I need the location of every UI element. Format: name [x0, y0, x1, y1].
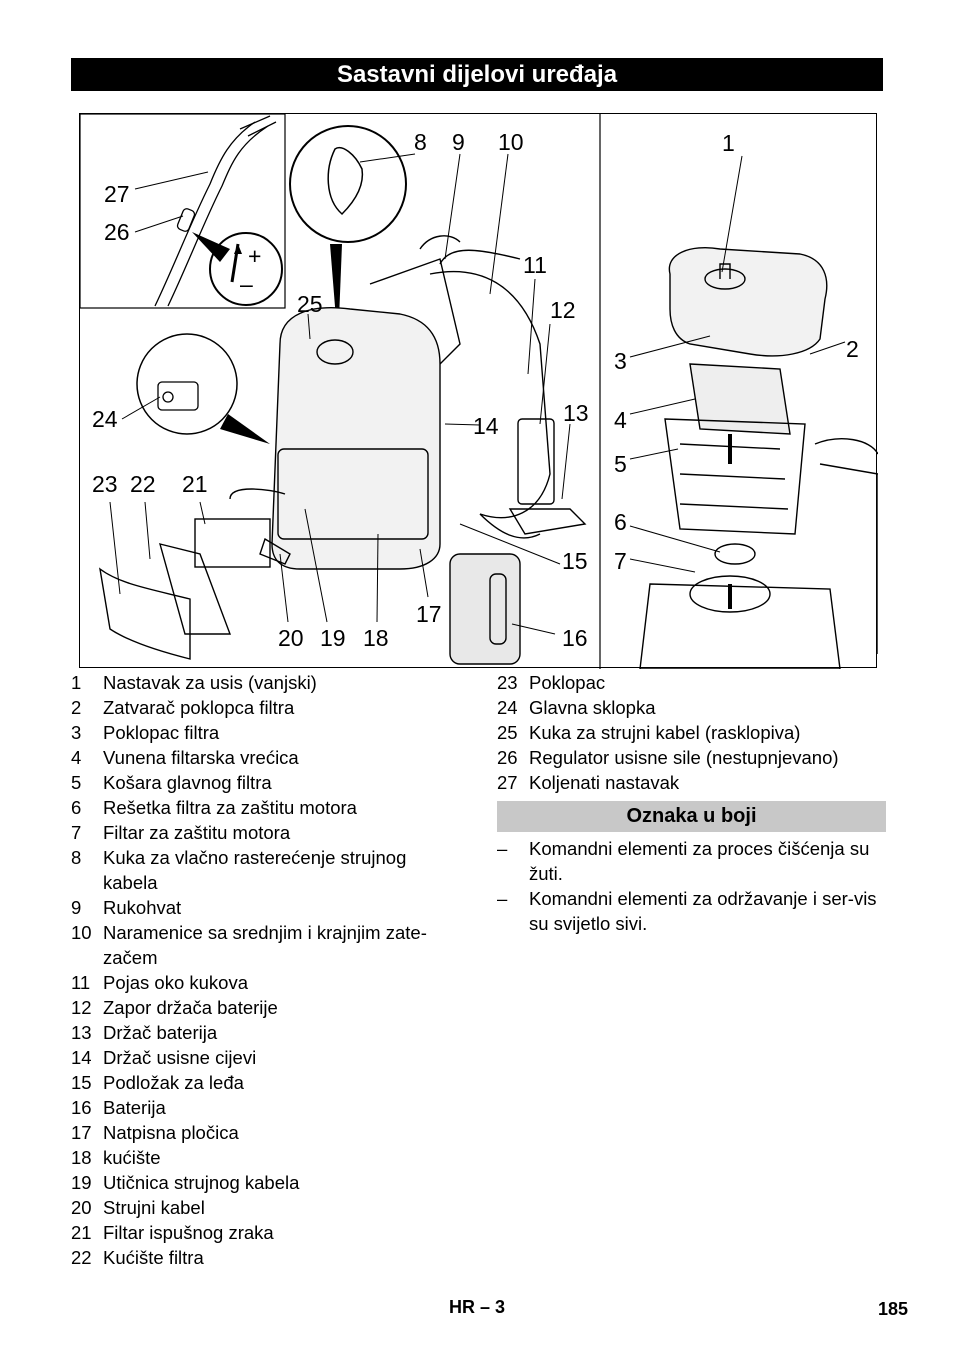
list-item: –Komandni elementi za proces čišćenja su… [497, 838, 870, 884]
callout-7: 7 [614, 548, 627, 574]
callout-6: 6 [614, 509, 627, 535]
vacuum-body-illustration [99, 235, 587, 665]
footer-section-label: HR – 3 [449, 1297, 506, 1317]
callout-20: 20 [278, 625, 304, 651]
callout-9: 9 [452, 129, 465, 155]
callout-11: 11 [523, 252, 547, 278]
device-components-figure: + – [79, 113, 878, 669]
callout-25: 25 [297, 291, 323, 317]
callout-23: 23 [92, 471, 118, 497]
list-item: –Komandni elementi za održavanje i ser-v… [497, 888, 877, 934]
dial-plus-sign: + [248, 243, 261, 269]
color-code-notes: –Komandni elementi za proces čišćenja su… [497, 836, 889, 936]
callout-2: 2 [846, 336, 859, 362]
callout-10: 10 [498, 129, 524, 155]
page-number: 185 [878, 1299, 909, 1319]
callout-leader-lines [109, 153, 846, 635]
callout-22: 22 [130, 471, 156, 497]
callout-27: 27 [104, 181, 130, 207]
main-switch-detail [136, 333, 238, 435]
callout-13: 13 [563, 400, 589, 426]
elbow-hose-illustration [154, 115, 277, 307]
page-title: Sastavni dijelovi uređaja [71, 58, 883, 91]
section-heading-color-code: Oznaka u boji [497, 801, 886, 832]
device-illustration: + – [80, 114, 878, 669]
callout-5: 5 [614, 451, 627, 477]
callout-14: 14 [473, 413, 499, 439]
callout-1: 1 [722, 130, 735, 156]
callout-21: 21 [182, 471, 208, 497]
cable-hook-detail [289, 125, 407, 243]
filter-exploded-illustration [639, 247, 878, 669]
callout-8: 8 [414, 129, 427, 155]
dial-minus-sign: – [240, 271, 253, 297]
callout-3: 3 [614, 348, 627, 374]
callout-15: 15 [562, 548, 588, 574]
callout-18: 18 [363, 625, 389, 651]
callout-17: 17 [416, 601, 442, 627]
callout-4: 4 [614, 407, 627, 433]
callout-12: 12 [550, 297, 576, 323]
callout-19: 19 [320, 625, 346, 651]
callout-24: 24 [92, 406, 118, 432]
callout-26: 26 [104, 219, 130, 245]
callout-16: 16 [562, 625, 588, 651]
